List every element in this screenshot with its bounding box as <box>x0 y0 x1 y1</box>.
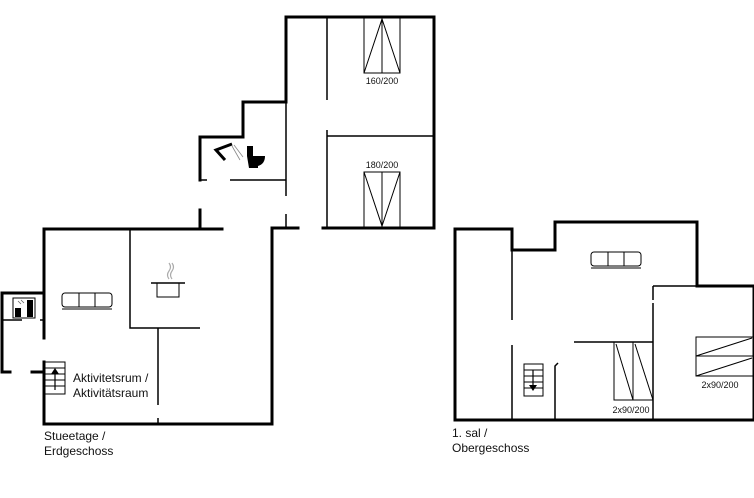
bed-size-label: 2x90/200 <box>612 405 649 415</box>
room-label: Aktivitätsraum <box>73 386 148 400</box>
cooking-pot-icon <box>151 262 185 298</box>
bed-2x90-200-left: 2x90/200 <box>612 341 654 415</box>
upper-floor-plan: 2x90/200 2x90/200 1. sal / Obergeschoss <box>452 220 754 455</box>
sofa-icon <box>590 251 642 269</box>
ground-floor-plan: 160/200 180/200 <box>0 15 436 458</box>
room-label: Aktivitetsrum / <box>73 371 149 385</box>
floor-label: Obergeschoss <box>452 441 529 455</box>
stairs-up-icon <box>44 361 66 395</box>
bed-180-200: 180/200 <box>363 160 401 229</box>
bed-size-label: 160/200 <box>366 76 399 86</box>
shower-icon <box>213 142 244 162</box>
bed-160-200: 160/200 <box>363 16 401 86</box>
inner-walls <box>2 17 434 424</box>
outer-walls <box>453 220 754 422</box>
inner-walls <box>511 250 697 420</box>
floor-label: Stueetage / <box>44 429 106 443</box>
bed-size-label: 180/200 <box>366 160 399 170</box>
sofa-icon <box>61 292 113 310</box>
stairs-down-icon <box>523 363 544 397</box>
washer-icon <box>12 297 36 319</box>
floor-label: Erdgeschoss <box>44 444 113 458</box>
bed-size-label: 2x90/200 <box>701 380 738 390</box>
bed-2x90-200-right: 2x90/200 <box>695 336 754 390</box>
floor-label: 1. sal / <box>452 426 488 440</box>
toilet-icon <box>247 146 265 168</box>
